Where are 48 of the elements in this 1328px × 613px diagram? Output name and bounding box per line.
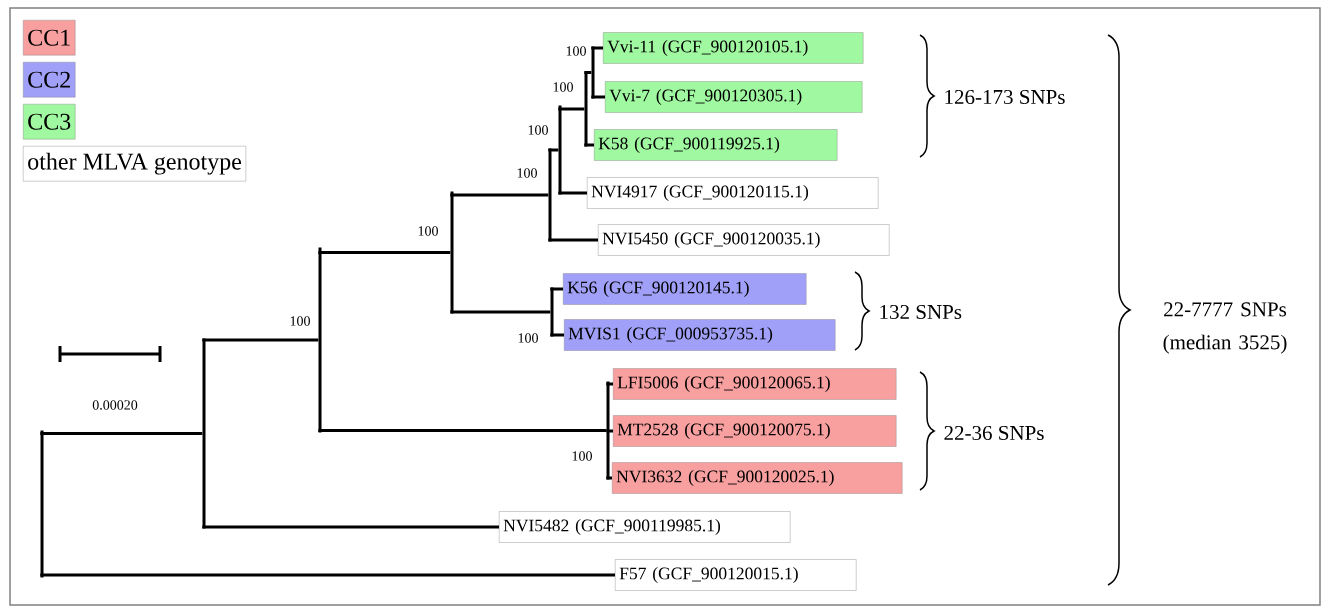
- tree-branch: [202, 525, 499, 529]
- snp-count: 22-7777 SNPs (median 3525): [1163, 302, 1287, 354]
- bootstrap-value: 100: [528, 125, 548, 135]
- tree-branch: [550, 287, 563, 291]
- bootstrap-value: 100: [572, 451, 592, 461]
- tree-branch: [202, 338, 319, 342]
- strain-box: MT2528 (GCF_900120075.1): [613, 415, 897, 447]
- tree-branch: [318, 251, 451, 254]
- tree-branch: [558, 107, 585, 111]
- snp-count: 22-36 SNPs: [944, 425, 1044, 441]
- bootstrap-value: 100: [517, 168, 537, 178]
- tree-branch: [606, 382, 613, 386]
- tree-branch: [40, 432, 203, 435]
- snp-count: 132 SNPs: [880, 304, 962, 320]
- tree-branch: [318, 429, 607, 432]
- strain-box: NVI5450 (GCF_900120035.1): [598, 224, 890, 256]
- bootstrap-value: 100: [553, 82, 573, 92]
- strain-box: NVI3632 (GCF_900120025.1): [612, 462, 903, 494]
- tree-branch: [591, 95, 605, 99]
- snp-count: 126-173 SNPs: [945, 89, 1065, 105]
- strain-box: K56 (GCF_900120145.1): [563, 273, 807, 305]
- bootstrap-value: 100: [290, 316, 310, 326]
- tree-branch: [40, 573, 615, 577]
- scale-label: 0.00020: [92, 400, 138, 410]
- tree-branch: [548, 238, 598, 242]
- bootstrap-value: 100: [418, 226, 438, 236]
- strain-box: Vvi-7 (GCF_900120305.1): [605, 81, 863, 113]
- tree-branch: [550, 333, 564, 337]
- strain-box: LFI5006 (GCF_900120065.1): [613, 368, 897, 400]
- tree-branch: [584, 71, 592, 74]
- strain-box: Vvi-11 (GCF_900120105.1): [603, 32, 864, 64]
- tree-branch: [450, 193, 549, 197]
- strain-box: MVIS1 (GCF_000953735.1): [564, 319, 836, 351]
- strain-box: NVI5482 (GCF_900119985.1): [499, 511, 791, 543]
- tree-branch: [558, 191, 587, 195]
- tree-junction: [591, 46, 595, 99]
- strain-box: NVI4917 (GCF_900120115.1): [587, 177, 879, 209]
- bootstrap-value: 100: [566, 46, 586, 56]
- bootstrap-value: 100: [518, 333, 538, 343]
- tree-branch: [606, 429, 613, 433]
- tree-junction: [40, 430, 44, 578]
- tree-branch: [606, 476, 612, 480]
- strain-box: F57 (GCF_900120015.1): [615, 559, 857, 591]
- tree-branch: [591, 46, 603, 50]
- tree-branch: [548, 148, 559, 152]
- tree-branch: [450, 310, 551, 314]
- tree-branch: [584, 143, 594, 147]
- strain-box: K58 (GCF_900119925.1): [594, 129, 838, 161]
